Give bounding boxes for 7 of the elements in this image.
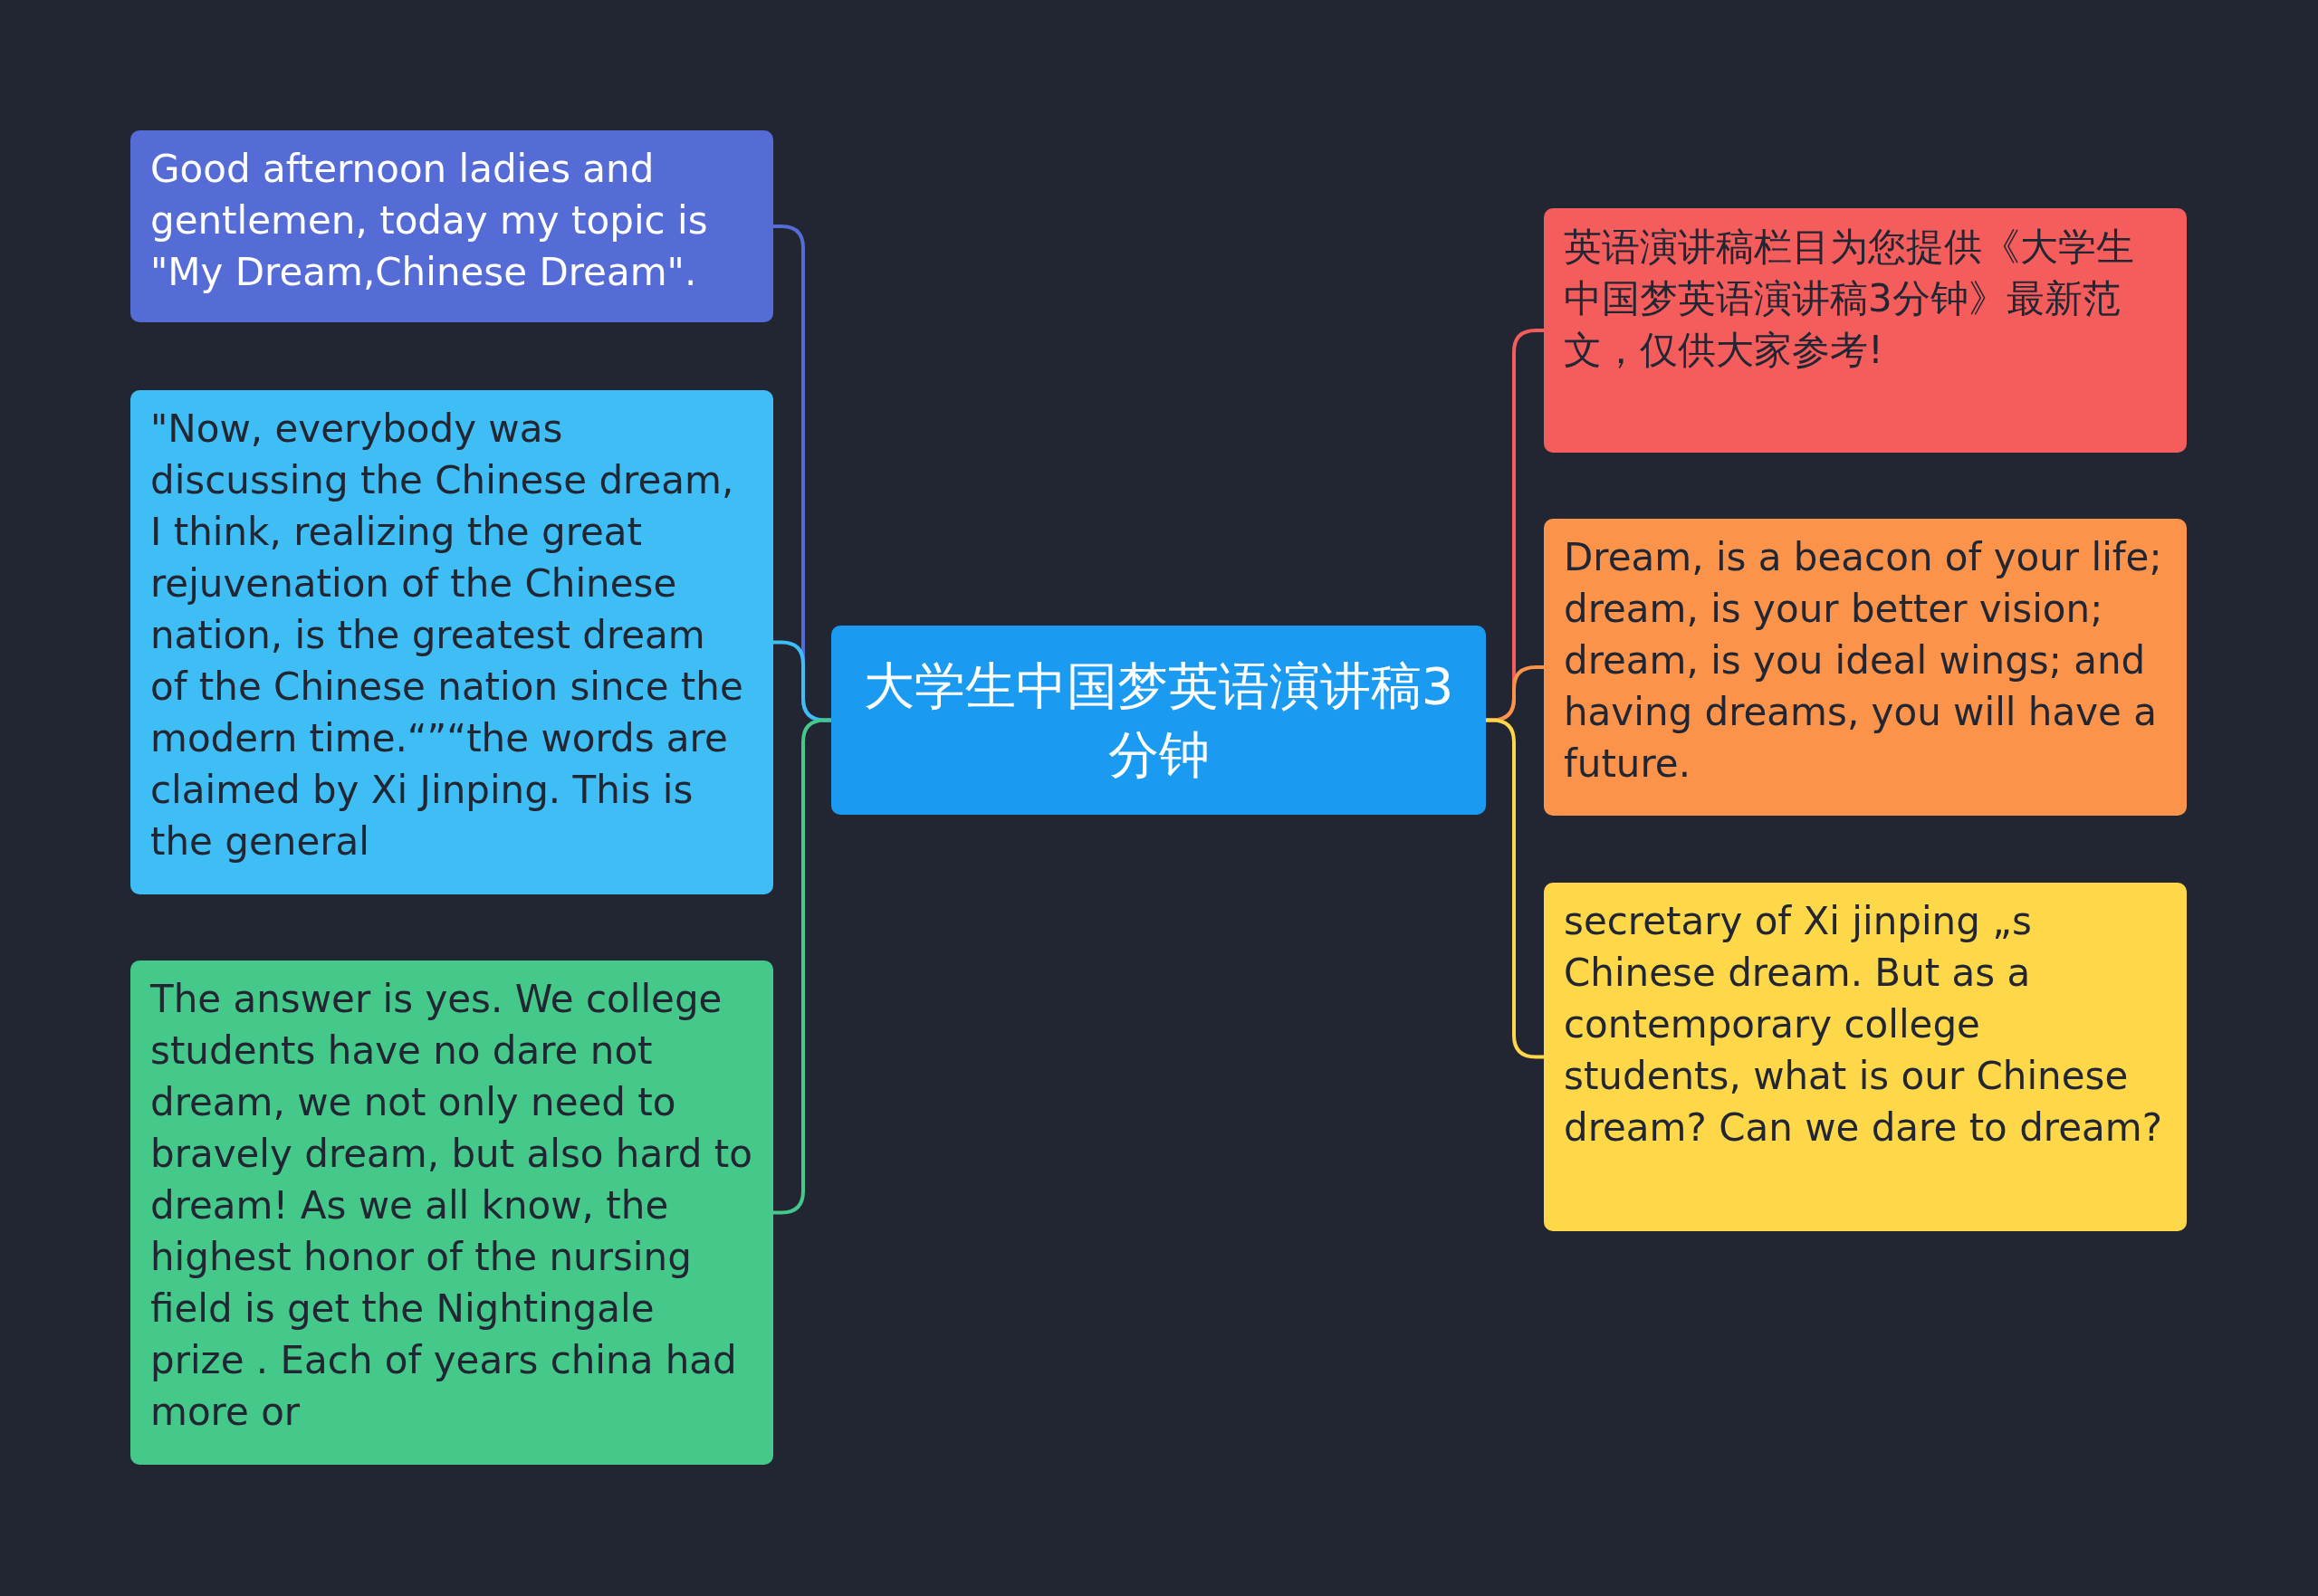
text-box: secretary of Xi jinping „s Chinese dream. But as a contemporary college students, what is our Chinese dream? Can we dare to dream? <box>1544 883 2187 1231</box>
text-box: "Now, everybody was discussing the Chinese dream, I think, realizing the great rejuvenation of the Chinese nation, is the greatest dream of the Chinese nation since the modern time.“”“the words are claimed by Xi Jinping. This is the general <box>130 390 773 894</box>
topic-box: 大学生中国梦英语演讲稿3分钟 <box>831 626 1486 815</box>
text-box: Good afternoon ladies and gentlemen, today my topic is "My Dream,Chinese Dream". <box>130 130 773 322</box>
text-box: 英语演讲稿栏目为您提供《大学生中国梦英语演讲稿3分钟》最新范文，仅供大家参考! <box>1544 208 2187 453</box>
text-box: Dream, is a beacon of your life; dream, is your better vision; dream, is you ideal wings; and having dreams, you will have a future. <box>1544 519 2187 816</box>
text-box: The answer is yes. We college students have no dare not dream, we not only need to bravely dream, but also hard to dream! As we all know, the highest honor of the nursing field is get the Nightingale prize . Each of years china had more or <box>130 960 773 1465</box>
